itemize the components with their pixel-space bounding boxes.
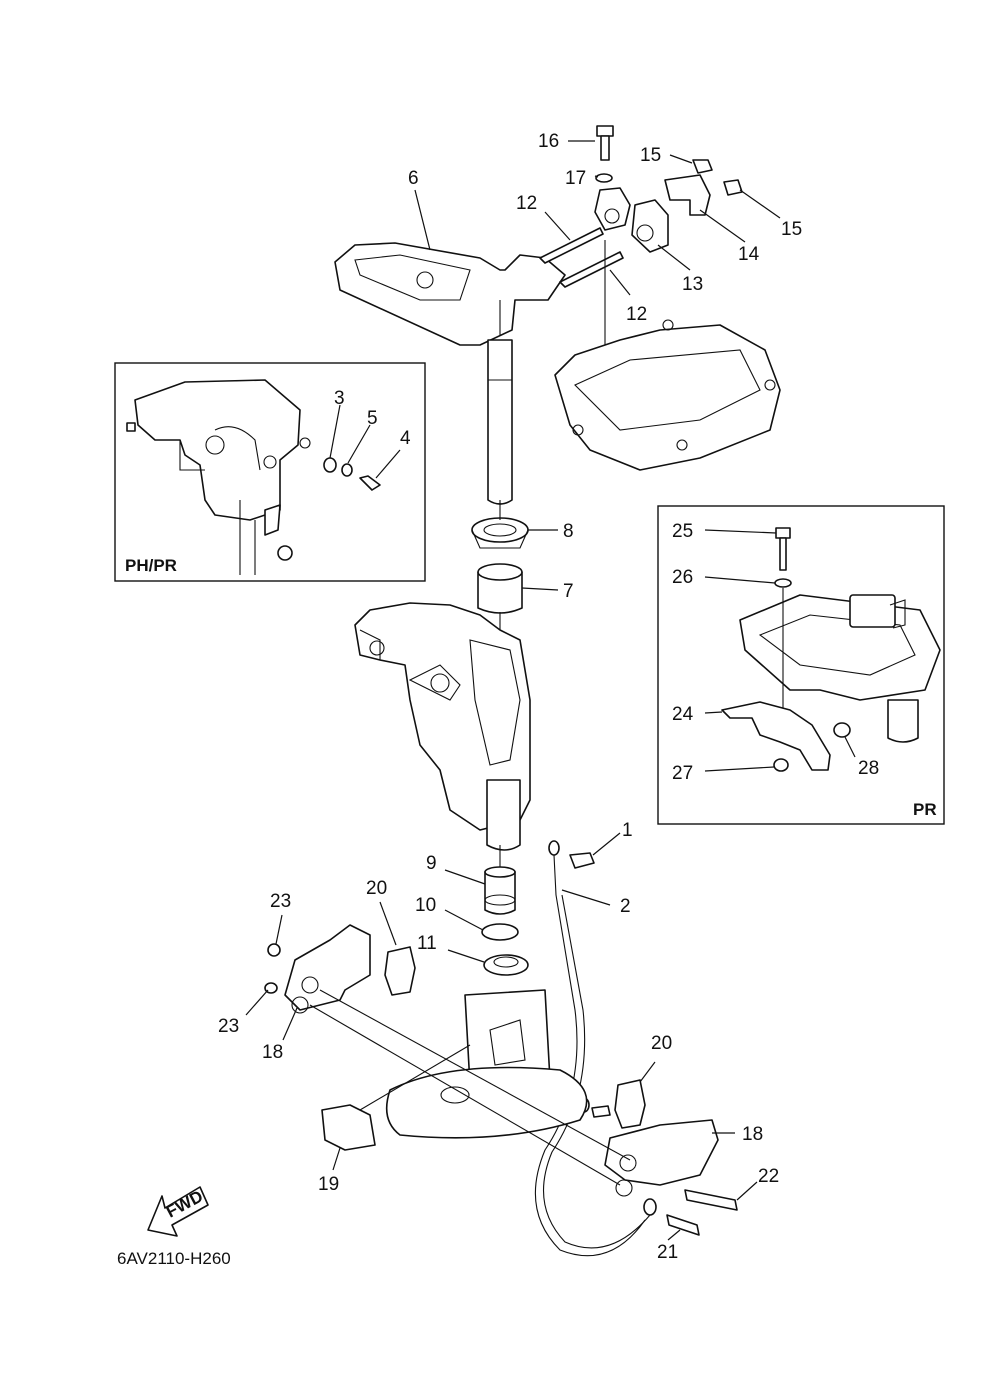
callout-3: 3 bbox=[334, 388, 345, 409]
callout-26: 26 bbox=[672, 567, 693, 588]
callout-12-lower: 12 bbox=[626, 304, 647, 325]
swivel-bracket bbox=[354, 602, 531, 868]
inset-ph-pr: PH/PR bbox=[114, 362, 426, 582]
callout-23-lower: 23 bbox=[218, 1016, 239, 1037]
callout-20-upper: 20 bbox=[366, 878, 387, 899]
callout-18-left: 18 bbox=[262, 1042, 283, 1063]
callout-28: 28 bbox=[858, 758, 879, 779]
callout-20-lower: 20 bbox=[651, 1033, 672, 1054]
fwd-arrow: FWD bbox=[147, 1186, 209, 1237]
callout-12-upper: 12 bbox=[516, 193, 537, 214]
callout-25: 25 bbox=[672, 521, 693, 542]
engine-base bbox=[554, 319, 781, 471]
callout-9: 9 bbox=[426, 853, 437, 874]
lower-clamps bbox=[264, 924, 738, 1236]
callout-21: 21 bbox=[657, 1242, 678, 1263]
callout-14: 14 bbox=[738, 244, 760, 265]
callout-labels: 1 2 3 4 5 6 7 8 9 10 11 12 12 13 14 15 1… bbox=[218, 131, 879, 1263]
callout-8: 8 bbox=[563, 521, 574, 542]
callout-19: 19 bbox=[318, 1174, 339, 1195]
callout-2: 2 bbox=[620, 896, 631, 917]
callout-16: 16 bbox=[538, 131, 559, 152]
steering-bracket-part-6 bbox=[334, 242, 566, 505]
callout-6: 6 bbox=[408, 168, 419, 189]
callout-7: 7 bbox=[563, 581, 574, 602]
callout-18-right: 18 bbox=[742, 1124, 763, 1145]
callout-17: 17 bbox=[565, 168, 586, 189]
leader-lines bbox=[245, 140, 856, 1241]
callout-13: 13 bbox=[682, 274, 703, 295]
lower-mount-stack bbox=[481, 866, 529, 976]
callout-27: 27 bbox=[672, 763, 693, 784]
inset-ph-pr-label: PH/PR bbox=[125, 556, 177, 575]
callout-15-left: 15 bbox=[640, 145, 661, 166]
callout-15-right: 15 bbox=[781, 219, 802, 240]
callout-4: 4 bbox=[400, 428, 411, 449]
inset-pr: PR bbox=[657, 505, 945, 825]
diagram-code: 6AV2110-H260 bbox=[117, 1249, 231, 1268]
upper-mount-parts bbox=[539, 125, 743, 400]
callout-23-upper: 23 bbox=[270, 891, 291, 912]
callout-24: 24 bbox=[672, 704, 694, 725]
callout-1: 1 bbox=[622, 820, 633, 841]
ground-lead bbox=[534, 840, 657, 1257]
callout-10: 10 bbox=[415, 895, 436, 916]
inset-pr-label: PR bbox=[913, 800, 937, 819]
callout-22: 22 bbox=[758, 1166, 779, 1187]
callout-5: 5 bbox=[367, 408, 378, 429]
callout-11: 11 bbox=[417, 933, 437, 954]
